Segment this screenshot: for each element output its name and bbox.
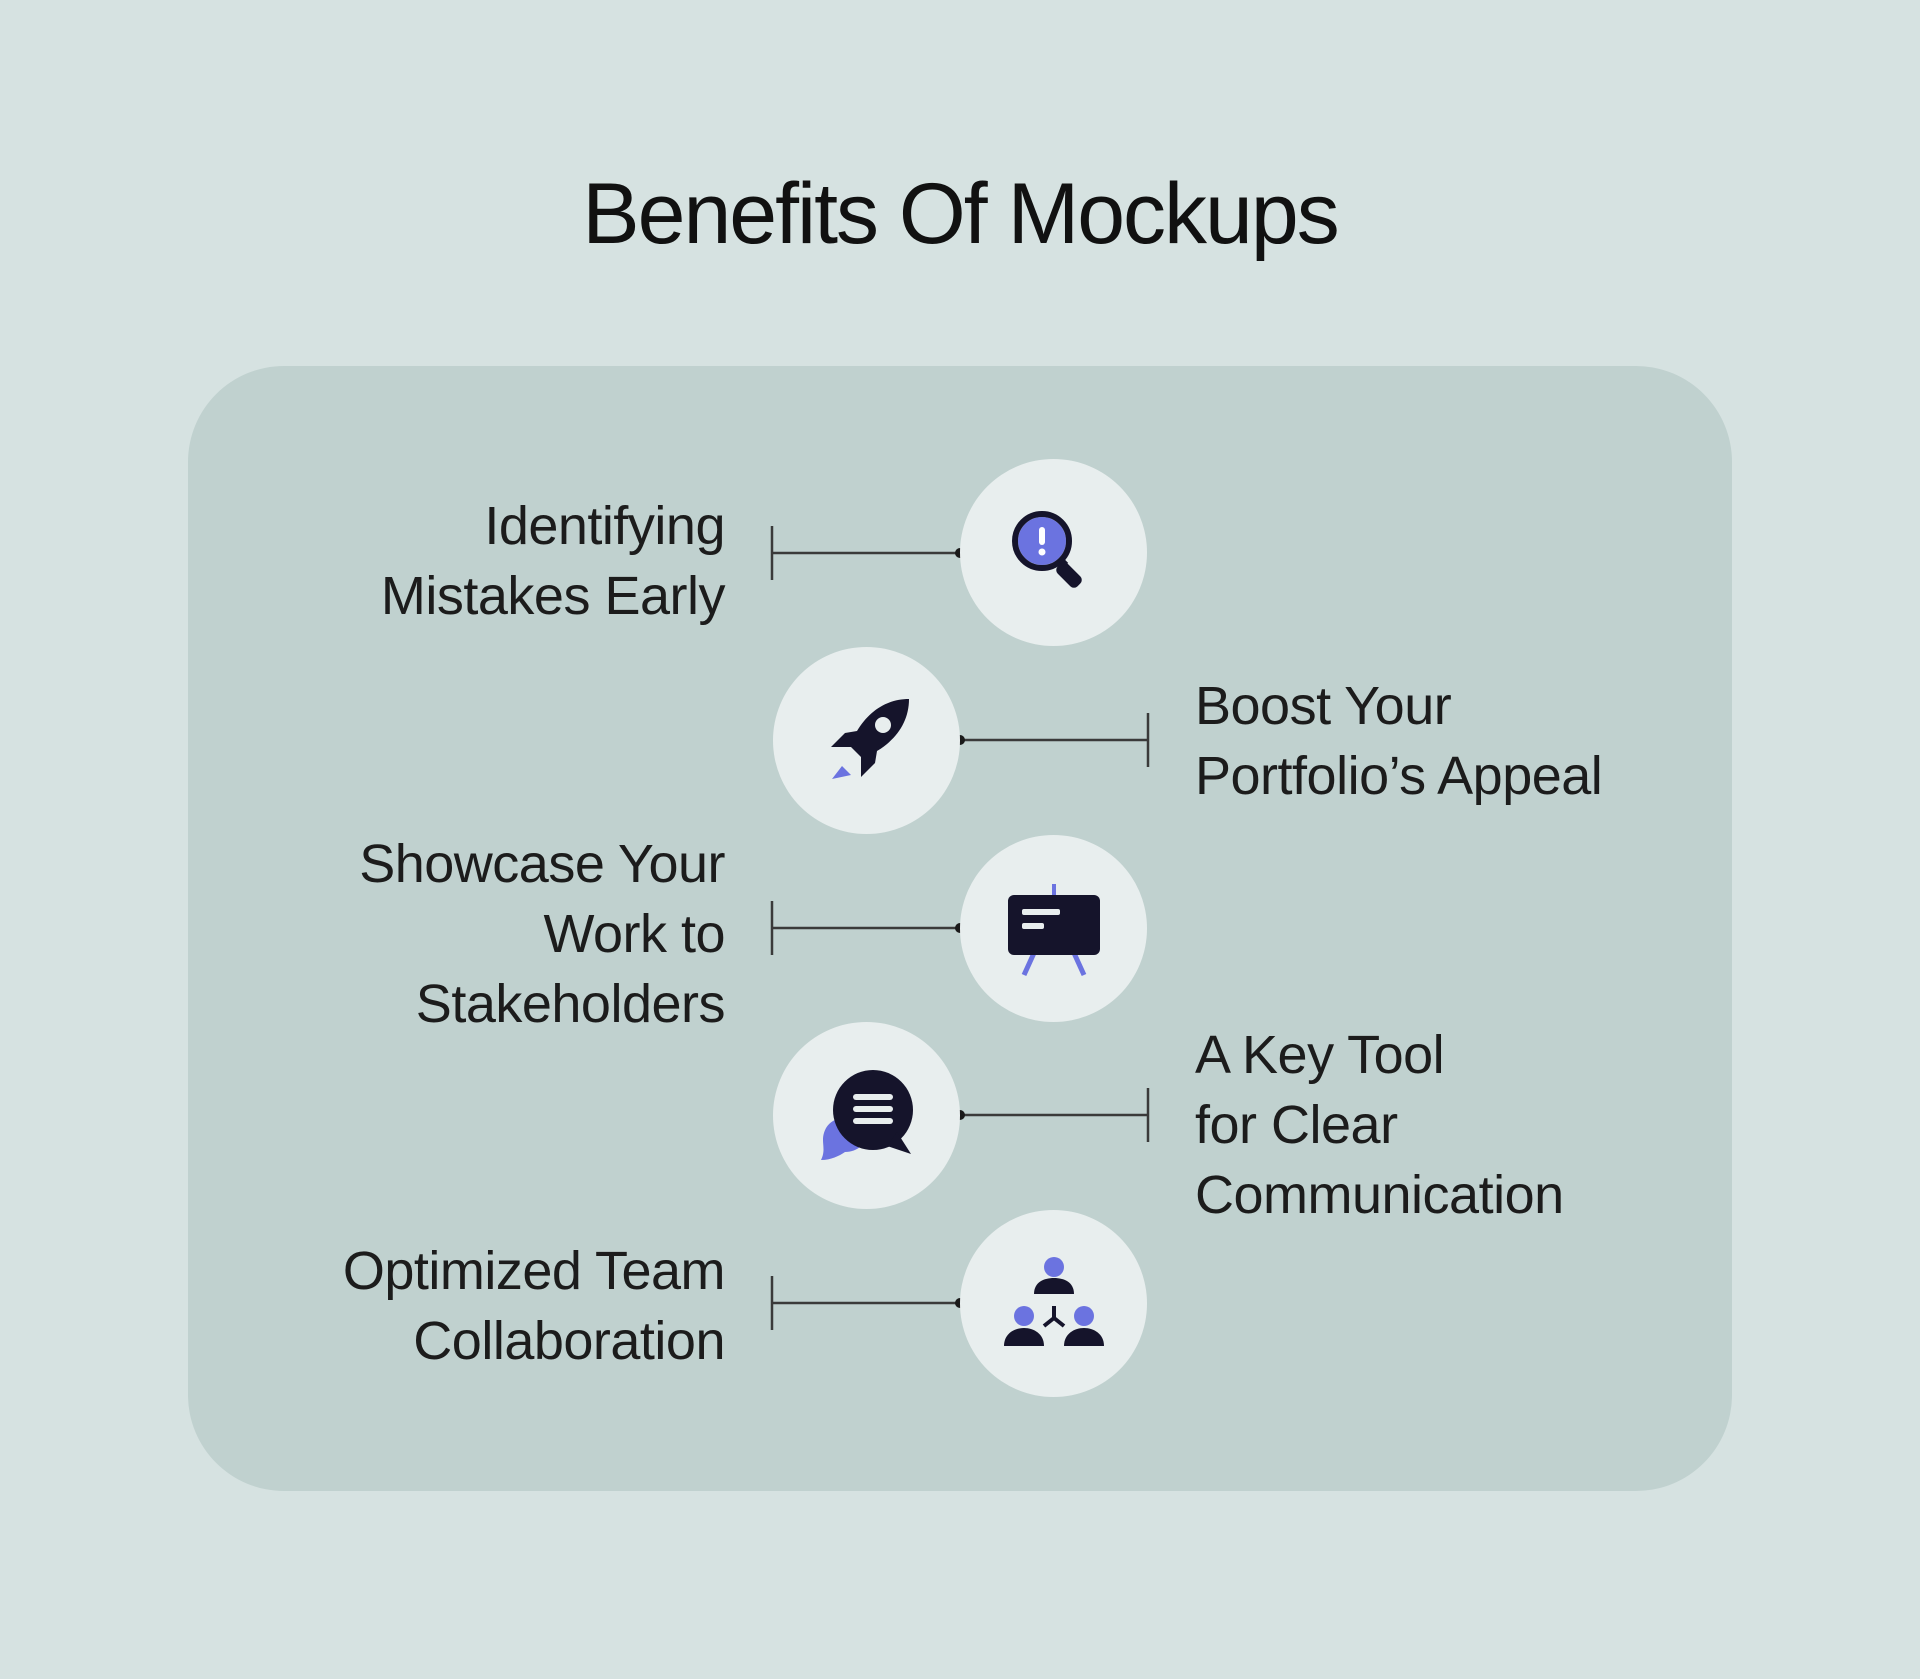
benefit-node-5 (960, 1210, 1147, 1397)
magnifier-alert-icon (1011, 510, 1082, 588)
benefit-node-2 (773, 647, 960, 834)
benefit-label-4: A Key Tool for Clear Communication (1195, 1025, 1564, 1225)
page-title: Benefits Of Mockups (582, 166, 1339, 262)
benefit-label-2: Boost Your Portfolio’s Appeal (1195, 676, 1603, 806)
chat-bubbles-icon (820, 1069, 913, 1160)
presentation-board-icon (1007, 883, 1100, 976)
benefit-node-1 (960, 459, 1147, 646)
team-network-icon (1003, 1256, 1104, 1346)
rocket-icon (830, 698, 909, 779)
benefit-node-3 (960, 835, 1147, 1022)
benefit-label-5: Optimized Team Collaboration (342, 1241, 726, 1371)
benefit-label-3: Showcase Your Work to Stakeholders (359, 834, 725, 1034)
benefit-node-4 (773, 1022, 960, 1209)
benefit-label-1: Identifying Mistakes Early (380, 496, 726, 626)
